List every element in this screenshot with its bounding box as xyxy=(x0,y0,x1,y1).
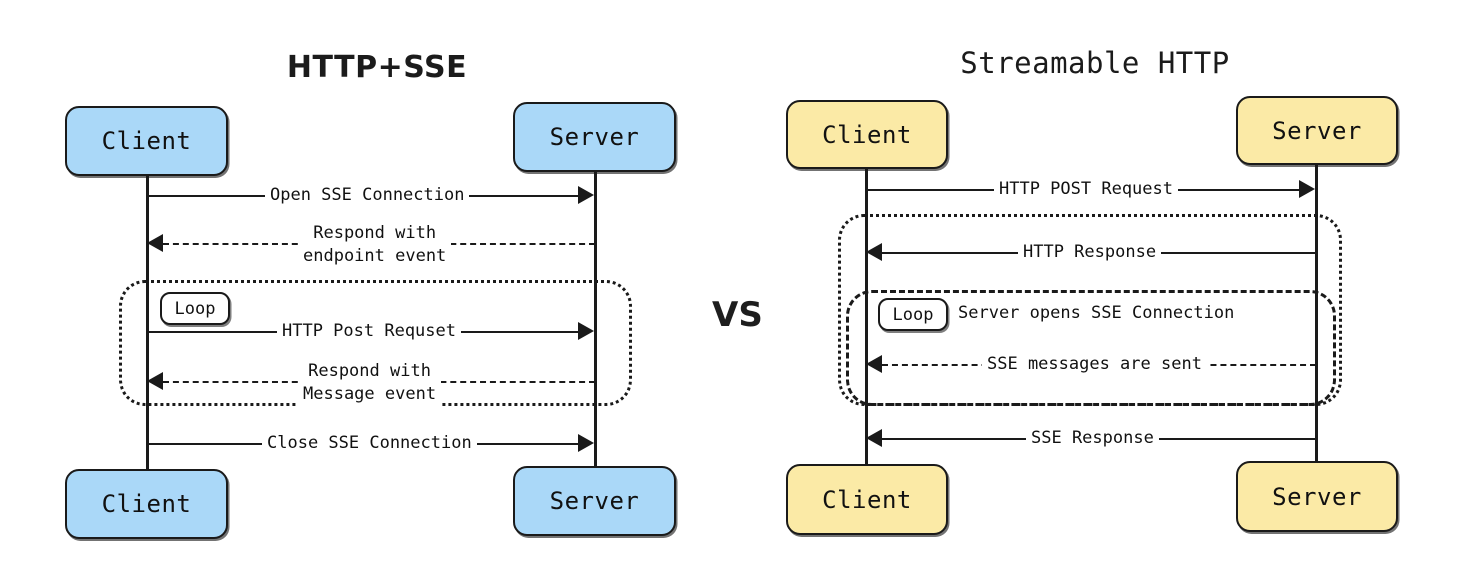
right-message-arrowhead-4 xyxy=(866,429,882,447)
left-message-label-5: Close SSE Connection xyxy=(262,433,477,454)
left-message-arrowhead-3 xyxy=(578,322,594,340)
right-client-node-bottom: Client xyxy=(786,464,948,535)
left-message-label-2: Respond with endpoint event xyxy=(298,222,452,268)
left-message-label-4-line2: Message event xyxy=(303,384,437,404)
right-client-node-top: Client xyxy=(786,100,948,169)
right-message-label-1: HTTP POST Request xyxy=(994,179,1178,200)
left-server-lifeline xyxy=(594,172,597,466)
right-loop-note: Server opens SSE Connection xyxy=(958,303,1235,323)
left-server-node-top: Server xyxy=(513,102,676,172)
left-client-lifeline xyxy=(146,176,149,469)
right-loop-badge: Loop xyxy=(878,298,948,331)
left-client-node-top: Client xyxy=(65,106,228,176)
right-message-label-3: SSE messages are sent xyxy=(982,354,1207,375)
left-message-arrowhead-2 xyxy=(147,234,163,252)
right-server-lifeline xyxy=(1315,165,1318,462)
left-message-arrowhead-4 xyxy=(147,372,163,390)
right-message-label-2: HTTP Response xyxy=(1018,242,1162,263)
left-message-label-2-line2: endpoint event xyxy=(303,246,447,266)
left-message-label-3: HTTP Post Requset xyxy=(277,321,461,342)
left-message-arrowhead-5 xyxy=(578,434,594,452)
right-diagram-title: Streamable HTTP xyxy=(960,46,1230,80)
left-diagram-title: HTTP+SSE xyxy=(286,50,468,85)
left-loop-badge: Loop xyxy=(160,292,230,325)
right-message-arrowhead-2 xyxy=(866,243,882,261)
left-client-node-bottom: Client xyxy=(65,469,228,539)
right-message-arrowhead-3 xyxy=(866,355,882,373)
right-message-label-4: SSE Response xyxy=(1026,428,1159,449)
left-message-label-2-line1: Respond with xyxy=(313,223,437,243)
right-client-lifeline xyxy=(865,169,868,465)
left-server-node-bottom: Server xyxy=(513,466,676,536)
right-message-arrowhead-1 xyxy=(1299,180,1315,198)
left-message-arrowhead-1 xyxy=(578,186,594,204)
right-server-node-bottom: Server xyxy=(1236,461,1398,532)
right-server-node-top: Server xyxy=(1236,96,1398,165)
versus-separator-label: VS xyxy=(712,295,763,335)
left-message-label-4: Respond with Message event xyxy=(298,360,442,406)
left-message-label-1: Open SSE Connection xyxy=(265,185,470,206)
left-message-label-4-line1: Respond with xyxy=(308,361,431,381)
